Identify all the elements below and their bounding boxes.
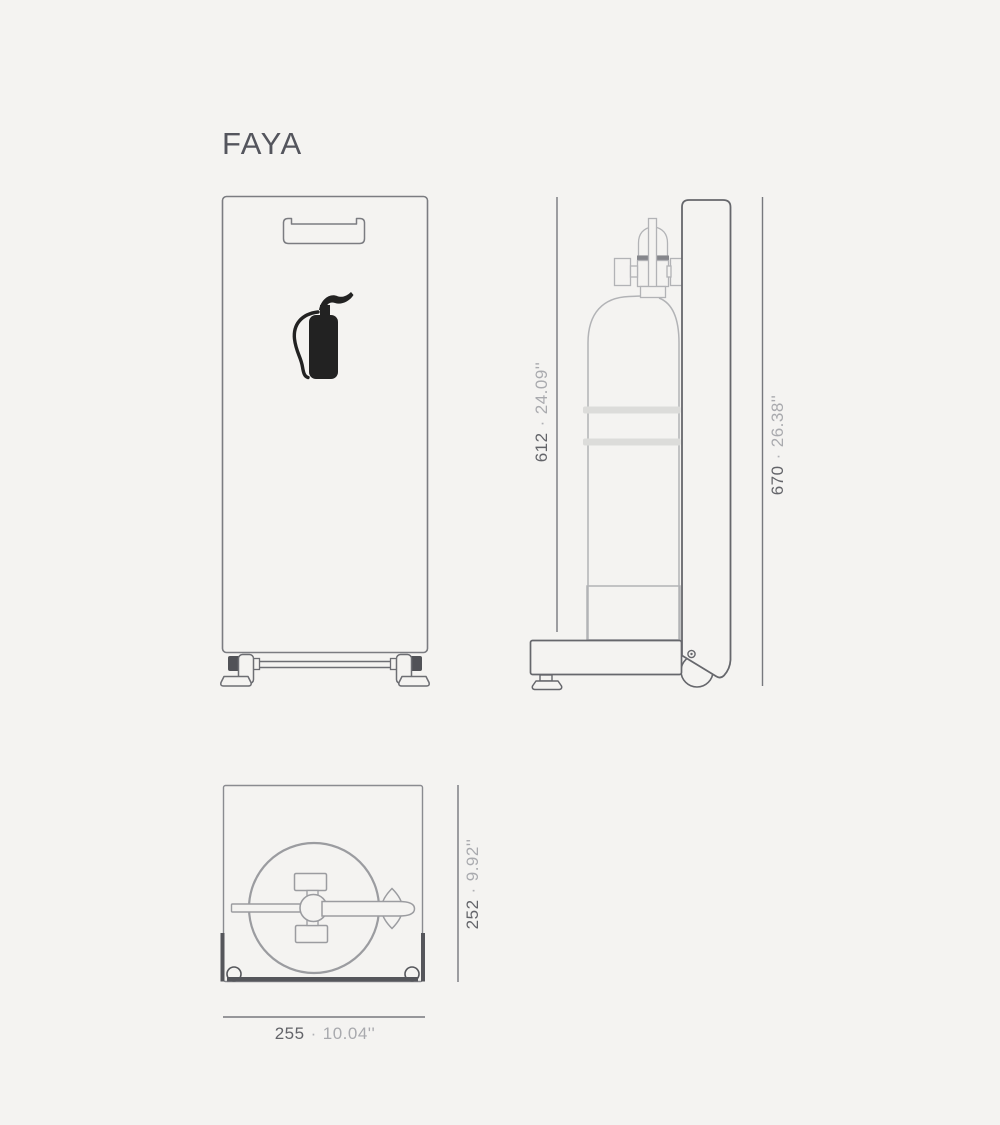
dimension-depth: 252 · 9.92''	[463, 839, 483, 930]
dimension-value-inches: 9.92''	[463, 838, 482, 882]
handle-cutout	[282, 217, 366, 245]
valve-collar	[639, 285, 667, 299]
side-foot-stem	[539, 674, 553, 682]
top-handle	[321, 900, 416, 917]
page-title: FAYA	[222, 126, 303, 161]
top-bar-left	[230, 903, 304, 913]
front-right-foot	[398, 675, 430, 687]
top-base	[220, 933, 425, 982]
dimension-value-inches: 26.38''	[768, 394, 787, 448]
side-foot	[531, 680, 563, 691]
cylinder-strap-upper	[583, 406, 681, 414]
dimension-value-inches: 10.04''	[322, 1024, 376, 1043]
dimension-overall-height: 670 · 26.38''	[768, 395, 788, 496]
dimension-separator: ·	[768, 453, 787, 460]
dimension-width: 255 · 10.04''	[275, 1024, 376, 1044]
side-base	[529, 639, 683, 676]
extinguisher-neck	[320, 305, 330, 318]
top-knob-upper	[293, 872, 328, 892]
front-left-foot	[220, 675, 252, 687]
front-view	[220, 195, 430, 687]
valve-left-knob	[613, 257, 632, 287]
side-bolt-center	[690, 652, 693, 656]
dimension-lines	[223, 197, 764, 1018]
top-knob-lower	[294, 924, 329, 944]
extinguisher-lever	[319, 292, 354, 310]
valve-stem	[647, 217, 658, 297]
side-valve	[613, 217, 686, 299]
dimension-value-mm: 252	[463, 899, 482, 930]
dimension-value-mm: 255	[274, 1024, 305, 1043]
top-view	[220, 784, 425, 983]
dimension-separator: ·	[310, 1024, 317, 1043]
dimension-value-mm: 612	[532, 432, 551, 463]
dimension-separator: ·	[463, 887, 482, 894]
dimension-separator: ·	[532, 420, 551, 427]
top-front-bar	[227, 977, 418, 982]
side-bolt	[687, 649, 696, 659]
cylinder-strap-lower	[583, 438, 681, 446]
extinguisher-hose	[292, 310, 320, 380]
cylinder-cradle	[586, 585, 681, 641]
dimension-cylinder-height: 612 · 24.09''	[532, 362, 552, 463]
dimension-value-inches: 24.09''	[532, 361, 551, 415]
fire-extinguisher-icon	[292, 292, 354, 380]
front-panel	[221, 195, 429, 654]
side-panel	[681, 199, 732, 679]
side-view	[529, 199, 732, 691]
extinguisher-body	[309, 315, 338, 379]
top-valve	[230, 872, 416, 944]
dimension-value-mm: 670	[768, 465, 787, 496]
front-base	[220, 653, 430, 687]
side-cylinder	[586, 295, 681, 641]
